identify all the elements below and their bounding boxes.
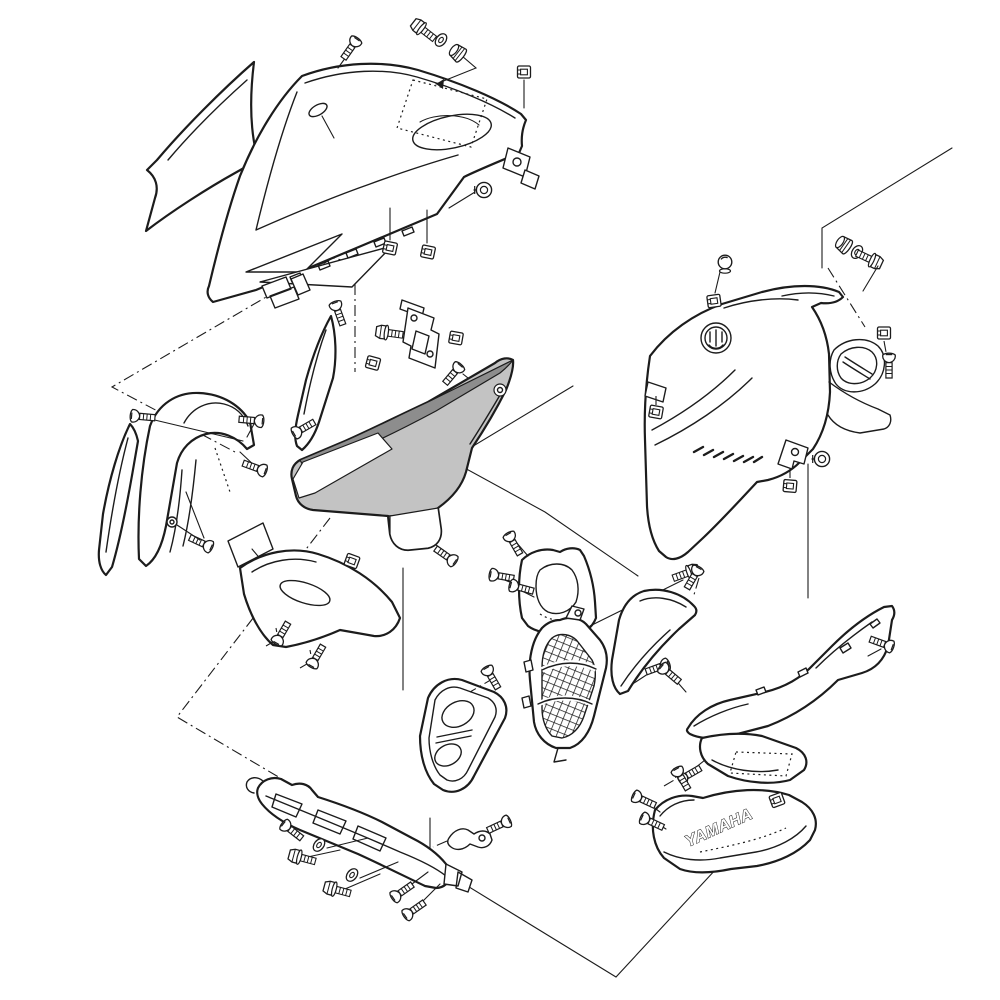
speed-nut-clip-icon [647,404,665,420]
panel-foot [389,507,442,551]
flat-screw-icon [484,813,514,837]
fuel-tank-cover [643,233,896,561]
lower-cowl-brand-panel: YAMAHA [629,764,817,874]
speed-nut-clip-icon [419,244,437,260]
speed-nut-clip-icon [782,478,798,494]
flat-screw-icon [337,33,364,63]
cowl-pad-oval [308,102,328,118]
flat-screw-icon [304,641,330,671]
left-side-cover [129,391,270,568]
front-side-trim-blade [289,298,350,452]
group-line-topright-band [821,147,953,269]
under-cowl-stay [245,776,473,923]
headlight-opening [412,113,492,151]
cowl-winglet-outer [245,233,343,273]
air-duct-trim-ring [418,663,508,793]
collar-damper-icon [446,41,469,65]
speed-nut-clip-icon [706,293,722,309]
lower-left-cover [238,549,402,671]
cowl-stay-bracket [364,299,479,389]
flat-screw-icon [431,542,461,569]
washer-icon [343,865,361,885]
panel-white-stripe [292,432,393,499]
dashdot-left-chevron [110,257,334,453]
cowl-fasteners [337,15,532,260]
hex-flange-bolt-icon [853,245,886,272]
group-line-bottom-vee [429,817,718,978]
well-nut-icon [810,450,831,468]
dashdot-lowerleft-chevron [176,517,331,783]
inner-side-panel-highlighted[interactable] [290,357,515,569]
tank-grab-recess [829,339,886,393]
hex-flange-bolt-icon [374,323,405,343]
air-intake-grille [521,561,702,763]
front-upper-cowl [206,62,540,309]
tank-front-bracket [644,381,667,403]
group-line-center-chevron [448,385,639,577]
speed-nut-clip-icon [876,326,892,340]
flat-screw-icon [387,878,417,905]
small-mounting-bracket [432,813,514,851]
leader-arrowhead [436,79,444,89]
flat-screw-icon [629,788,659,812]
dome-bolt-icon [717,254,733,274]
speed-nut-clip-icon [381,240,399,256]
tank-emblem [700,322,732,354]
well-nut-icon [472,181,493,199]
flat-screw-icon [186,531,216,555]
hex-flange-bolt-icon [286,846,318,870]
collar-damper-icon [832,233,855,256]
windshield-panel [144,60,260,233]
hex-flange-bolt-icon [408,15,440,46]
right-side-cover-rear [675,604,897,787]
hidden-recess-outline [396,79,488,148]
flat-screw-icon [399,896,429,923]
flat-screw-icon [240,456,270,479]
dashdot-topright-leader [827,267,866,328]
left-side-trim-blade [97,422,140,577]
right-side-cover-front [610,563,706,696]
washer-icon [432,30,450,50]
hex-flange-bolt-icon [321,878,353,902]
speed-nut-clip-icon [364,354,382,372]
cowl-end-plates [261,273,311,309]
tank-logo-graphic [692,445,764,464]
flat-screw-icon [501,529,527,559]
speed-nut-clip-icon [447,330,465,346]
flat-screw-icon [669,764,695,794]
speed-nut-clip-icon [516,65,532,79]
